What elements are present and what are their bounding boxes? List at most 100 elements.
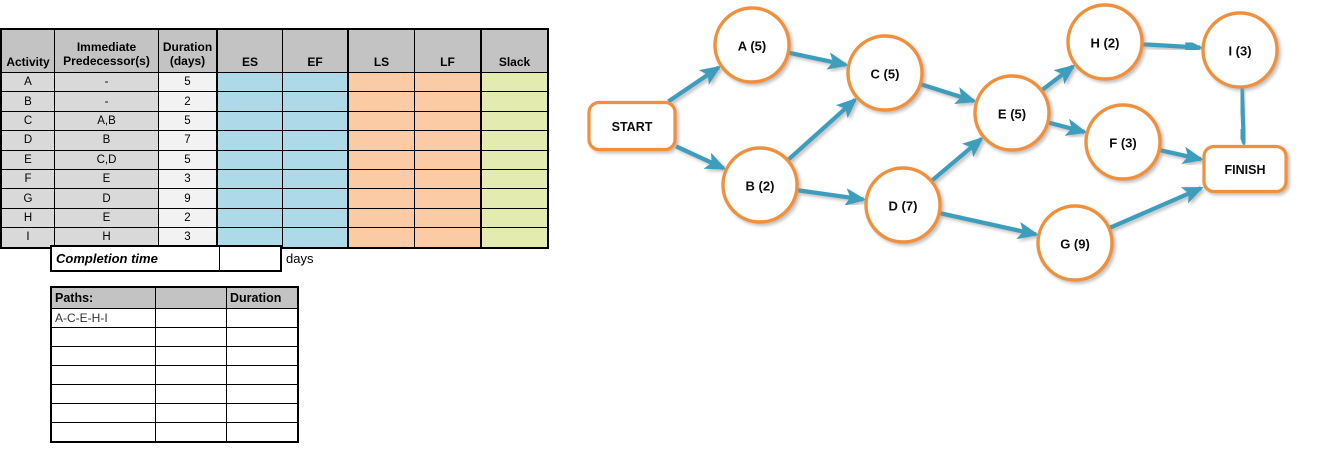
cell-lf[interactable] [414,227,482,249]
terminal-node-finish[interactable]: FINISH [1202,144,1288,194]
cell-es[interactable] [216,149,283,170]
paths-cell-duration[interactable] [226,384,299,404]
activity-node-E[interactable]: E (5) [973,74,1051,152]
cell-es[interactable] [216,110,283,132]
cell-ef[interactable] [282,168,349,190]
paths-cell-duration[interactable] [226,308,299,328]
cell-lf[interactable] [414,168,482,190]
cell-duration: 5 [158,149,218,170]
activity-table-row: B-2 [0,91,549,112]
column-header-duration-line2: (days) [169,54,206,69]
cell-slack[interactable] [480,110,549,132]
paths-column-header-duration: Duration [226,286,299,309]
activity-node-G[interactable]: G (9) [1036,204,1114,282]
paths-cell-path[interactable] [50,403,156,423]
activity-node-F[interactable]: F (3) [1084,103,1162,181]
cell-duration: 3 [158,168,218,190]
activity-table-row: A-5 [0,71,549,93]
cell-ls[interactable] [347,188,415,209]
cell-es[interactable] [216,130,283,151]
cell-slack[interactable] [480,188,549,209]
cell-es[interactable] [216,91,283,112]
paths-cell-middle[interactable] [155,327,227,347]
activity-node-H[interactable]: H (2) [1066,3,1144,81]
paths-cell-middle[interactable] [155,365,227,385]
activity-node-D[interactable]: D (7) [864,166,942,244]
cell-lf[interactable] [414,149,482,170]
activity-node-A[interactable]: A (5) [713,6,791,84]
cell-ef[interactable] [282,149,349,170]
cell-es[interactable] [216,71,283,93]
cell-ls[interactable] [347,110,415,132]
cell-slack[interactable] [480,149,549,170]
activity-node-I[interactable]: I (3) [1201,11,1279,89]
cell-slack[interactable] [480,130,549,151]
column-header-es: ES [216,28,283,73]
cell-es[interactable] [216,188,283,209]
completion-time-box: Completion time [50,245,282,272]
paths-cell-duration[interactable] [226,346,299,366]
cell-slack[interactable] [480,91,549,112]
paths-cell-duration[interactable] [226,403,299,423]
paths-cell-middle[interactable] [155,384,227,404]
cell-lf[interactable] [414,91,482,112]
cell-lf[interactable] [414,207,482,229]
paths-table-row [50,384,299,404]
paths-column-header-path: Paths: [50,286,156,309]
paths-cell-path[interactable] [50,384,156,404]
cell-activity: H [0,207,55,229]
terminal-node-start[interactable]: START [587,100,677,152]
activity-node-label-C: C (5) [871,67,900,82]
paths-cell-duration[interactable] [226,327,299,347]
cell-lf[interactable] [414,110,482,132]
paths-table-row [50,346,299,366]
cell-ls[interactable] [347,91,415,112]
edge-F-to-finish [1159,146,1204,164]
paths-cell-middle[interactable] [155,308,227,328]
cell-ls[interactable] [347,130,415,151]
paths-cell-middle[interactable] [155,422,227,443]
paths-cell-path[interactable] [50,327,156,347]
paths-cell-path[interactable] [50,422,156,443]
cell-ef[interactable] [282,130,349,151]
cell-ls[interactable] [347,207,415,229]
cell-ls[interactable] [347,168,415,190]
paths-cell-path[interactable] [50,365,156,385]
cell-ls[interactable] [347,149,415,170]
activity-node-shape-A [713,6,791,84]
cell-predecessors: A,B [54,110,159,132]
edge-E-to-F [1048,118,1088,136]
column-header-predecessors-line2: Predecessor(s) [63,54,150,69]
cell-predecessors: E [54,168,159,190]
cell-ef[interactable] [282,91,349,112]
paths-cell-duration[interactable] [226,365,299,385]
cell-slack[interactable] [480,227,549,249]
cell-slack[interactable] [480,168,549,190]
activity-node-label-I: I (3) [1228,44,1251,59]
paths-cell-path[interactable]: A-C-E-H-I [50,308,156,328]
cell-ef[interactable] [282,71,349,93]
cell-slack[interactable] [480,207,549,229]
cell-ef[interactable] [282,207,349,229]
cell-ef[interactable] [282,188,349,209]
cell-es[interactable] [216,168,283,190]
cell-ef[interactable] [282,110,349,132]
completion-time-input[interactable] [220,247,280,270]
cell-es[interactable] [216,207,283,229]
activity-node-shape-B [721,146,799,224]
paths-column-header-middle [155,286,227,309]
cell-ls[interactable] [347,71,415,93]
paths-cell-middle[interactable] [155,403,227,423]
activity-node-C[interactable]: C (5) [846,34,924,112]
cell-slack[interactable] [480,71,549,93]
cell-ls[interactable] [347,227,415,249]
paths-cell-duration[interactable] [226,422,299,443]
cell-lf[interactable] [414,130,482,151]
cell-lf[interactable] [414,188,482,209]
cell-lf[interactable] [414,71,482,93]
paths-cell-path[interactable] [50,346,156,366]
paths-cell-middle[interactable] [155,346,227,366]
activity-node-B[interactable]: B (2) [721,146,799,224]
